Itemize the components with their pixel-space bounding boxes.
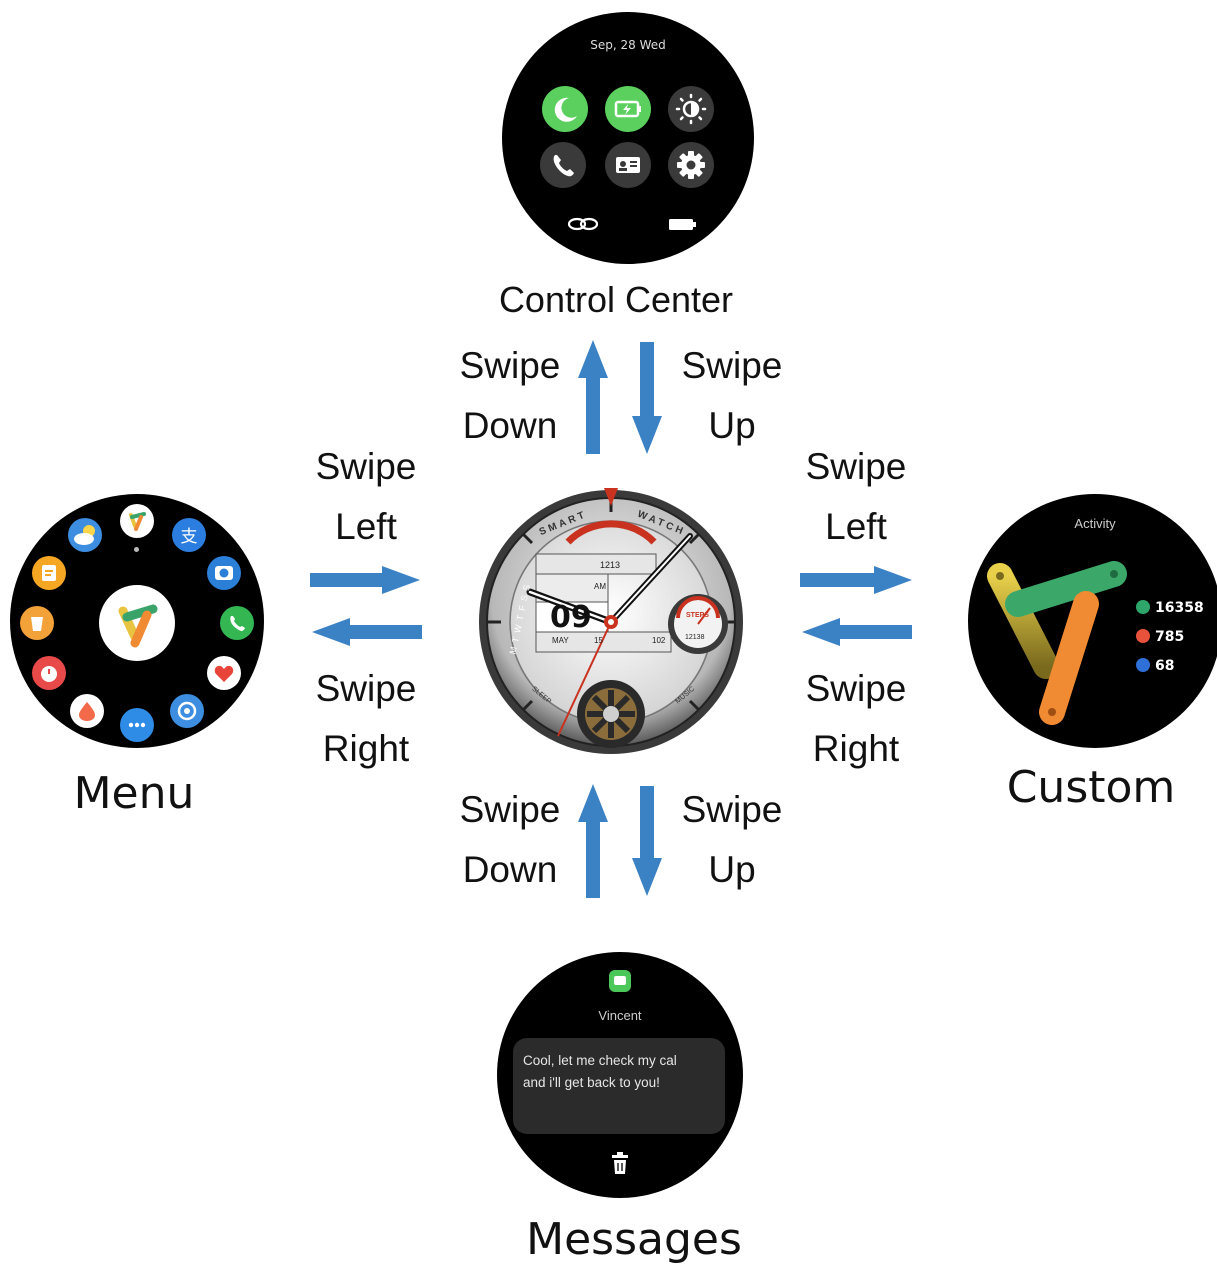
watch-face[interactable]: SMART WATCH 1213 AM 09 MAY 15 102 STEPS … [478, 484, 744, 760]
message-text: Cool, let me check my cal and i'll get b… [523, 1050, 719, 1094]
arrow-left-icon [802, 618, 912, 646]
arrow-down-icon [632, 342, 662, 454]
minutes-stat: 68 [1136, 658, 1174, 674]
cup-icon[interactable] [20, 606, 54, 640]
arrow-up-icon [578, 340, 608, 454]
hour-digits: 09 [550, 600, 592, 635]
more-icon[interactable] [120, 708, 154, 742]
gesture-right-bottom-line1: Swipe [805, 668, 907, 709]
arrow-right-icon [800, 566, 912, 594]
compass-icon[interactable] [170, 694, 204, 728]
gesture-top-left-line1: Swipe [459, 345, 561, 386]
alipay-icon[interactable]: 支 [172, 518, 206, 552]
day-label: 15 [594, 636, 603, 645]
dial-steps-value: 12138 [685, 634, 705, 641]
phone-icon[interactable] [540, 142, 586, 188]
arrow-left-icon [312, 618, 422, 646]
custom-title: Activity [1074, 516, 1116, 531]
gesture-bottom-left-line2: Down [462, 849, 558, 890]
settings-icon[interactable] [668, 142, 714, 188]
gesture-right-top: Swipe Left [786, 437, 926, 557]
brightness-icon[interactable] [668, 86, 714, 132]
calories-value: 785 [1155, 629, 1185, 645]
gesture-bottom-left: Swipe Down [440, 780, 580, 900]
trash-icon[interactable] [609, 1152, 631, 1176]
month-label: MAY [552, 636, 569, 645]
steps-stat: 16358 [1136, 600, 1204, 616]
battery-saver-icon[interactable] [605, 86, 651, 132]
notes-icon[interactable] [32, 556, 66, 590]
phone-app-icon[interactable] [220, 606, 254, 640]
gesture-left-top-line1: Swipe [315, 446, 417, 487]
calories-dot-icon [1136, 629, 1150, 643]
messages-screen[interactable]: Vincent Cool, let me check my cal and i'… [497, 952, 743, 1198]
arrow-up-icon [578, 784, 608, 898]
gesture-right-bottom-line2: Right [812, 728, 900, 769]
dial-steps-title: STEPS [686, 612, 709, 619]
arrow-down-icon [632, 786, 662, 896]
gesture-bottom-left-line1: Swipe [459, 789, 561, 830]
menu-screen[interactable]: 支 [10, 494, 264, 748]
gesture-top-right-line2: Up [708, 405, 756, 446]
message-sender: Vincent [598, 1008, 642, 1023]
breathe-icon[interactable] [70, 694, 104, 728]
custom-label: Custom [1006, 762, 1176, 813]
calories-stat: 785 [1136, 629, 1184, 645]
heart-rate-value: 102 [652, 636, 666, 645]
message-line-1: Cool, let me check my cal [523, 1053, 677, 1068]
activity-icon[interactable] [120, 504, 154, 538]
control-center-date: Sep, 28 Wed [590, 38, 666, 52]
message-app-icon [609, 970, 631, 992]
gesture-left-bottom: Swipe Right [296, 659, 436, 779]
heart-icon[interactable] [207, 656, 241, 690]
battery-icon [669, 219, 696, 230]
moon-icon[interactable] [542, 86, 588, 132]
gesture-top-left: Swipe Down [440, 336, 580, 456]
gesture-right-bottom: Swipe Right [786, 659, 926, 779]
control-center-screen[interactable]: Sep, 28 Wed [502, 12, 754, 264]
gesture-left-top-line2: Left [335, 506, 397, 547]
gesture-right-top-line1: Swipe [805, 446, 907, 487]
weather-icon[interactable] [68, 518, 102, 552]
gesture-top-right-line1: Swipe [681, 345, 783, 386]
gesture-bottom-right-line1: Swipe [681, 789, 783, 830]
camera-icon[interactable] [207, 556, 241, 590]
svg-text:支: 支 [181, 527, 198, 547]
gesture-left-bottom-line2: Right [322, 728, 410, 769]
watch-face-dial [479, 488, 743, 754]
messages-label: Messages [526, 1214, 742, 1265]
gesture-bottom-right-line2: Up [708, 849, 756, 890]
gesture-top-left-line2: Down [462, 405, 558, 446]
page-dot [134, 547, 139, 552]
steps-dot-icon [1136, 600, 1150, 614]
message-bubble: Cool, let me check my cal and i'll get b… [513, 1038, 725, 1134]
control-center-label: Control Center [498, 279, 734, 320]
steps-value: 16358 [1155, 600, 1204, 616]
gesture-bottom-right: Swipe Up [662, 780, 802, 900]
gesture-right-top-line2: Left [825, 506, 887, 547]
link-icon [567, 217, 599, 231]
message-line-2: and i'll get back to you! [523, 1075, 660, 1090]
id-card-icon[interactable] [605, 142, 651, 188]
activity-rings-icon [987, 561, 1127, 725]
top-steps-value: 1213 [600, 560, 621, 570]
minutes-dot-icon [1136, 658, 1150, 672]
am-label: AM [594, 582, 606, 591]
arrow-right-icon [310, 566, 420, 594]
custom-screen[interactable]: Activity 16358 785 68 [968, 494, 1217, 748]
menu-label: Menu [73, 768, 195, 819]
stopwatch-icon[interactable] [32, 656, 66, 690]
gesture-left-bottom-line1: Swipe [315, 668, 417, 709]
activity-logo-icon[interactable] [99, 585, 175, 661]
gesture-top-right: Swipe Up [662, 336, 802, 456]
gesture-left-top: Swipe Left [296, 437, 436, 557]
minutes-value: 68 [1155, 658, 1175, 674]
